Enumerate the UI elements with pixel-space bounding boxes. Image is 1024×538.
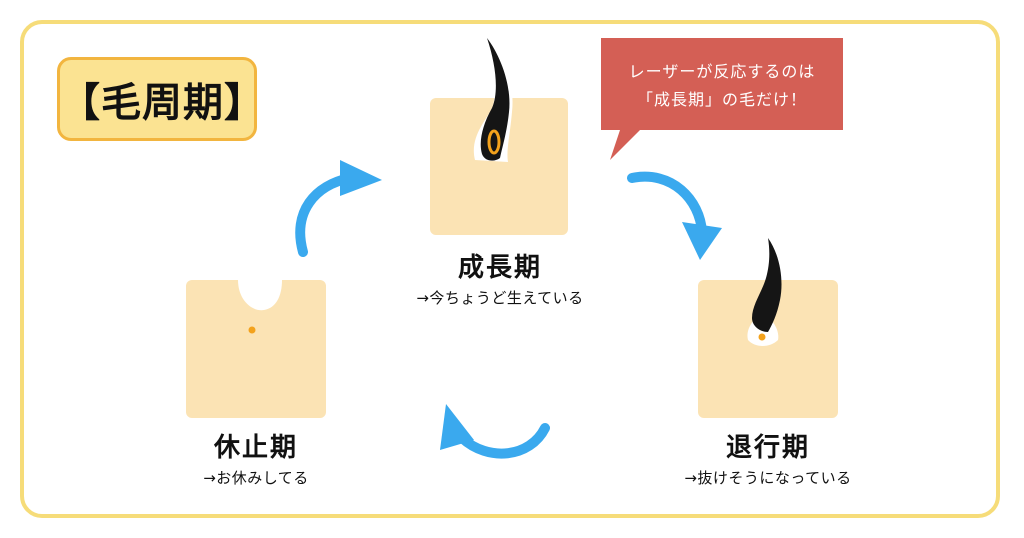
resting-stage-name: 休止期 xyxy=(213,433,298,463)
hair-resting-icon xyxy=(238,280,282,334)
callout-line-1: レーザーが反応するのは xyxy=(628,62,816,81)
hair-regressing-icon xyxy=(747,238,782,346)
growth-stage-label: 成長期 →今ちょうど生えている xyxy=(380,252,620,310)
growth-stage-name: 成長期 xyxy=(457,253,542,283)
cycle-arrow-icon xyxy=(295,171,707,459)
regression-stage-name: 退行期 xyxy=(725,433,810,463)
callout-text: レーザーが反応するのは 「成長期」の毛だけ！ xyxy=(602,58,842,114)
diagram-title: 【毛周期】 xyxy=(57,57,264,141)
callout-line-2: 「成長期」の毛だけ！ xyxy=(636,90,807,109)
resting-stage-label: 休止期 →お休みしてる xyxy=(136,432,376,490)
growth-stage-desc: →今ちょうど生えている xyxy=(416,289,584,307)
regression-stage-desc: →抜けそうになっている xyxy=(684,469,852,487)
regression-stage-label: 退行期 →抜けそうになっている xyxy=(648,432,888,490)
cycle-arrowheads xyxy=(340,160,722,450)
hair-growing-icon xyxy=(473,38,513,162)
resting-stage-desc: →お休みしてる xyxy=(203,469,309,487)
